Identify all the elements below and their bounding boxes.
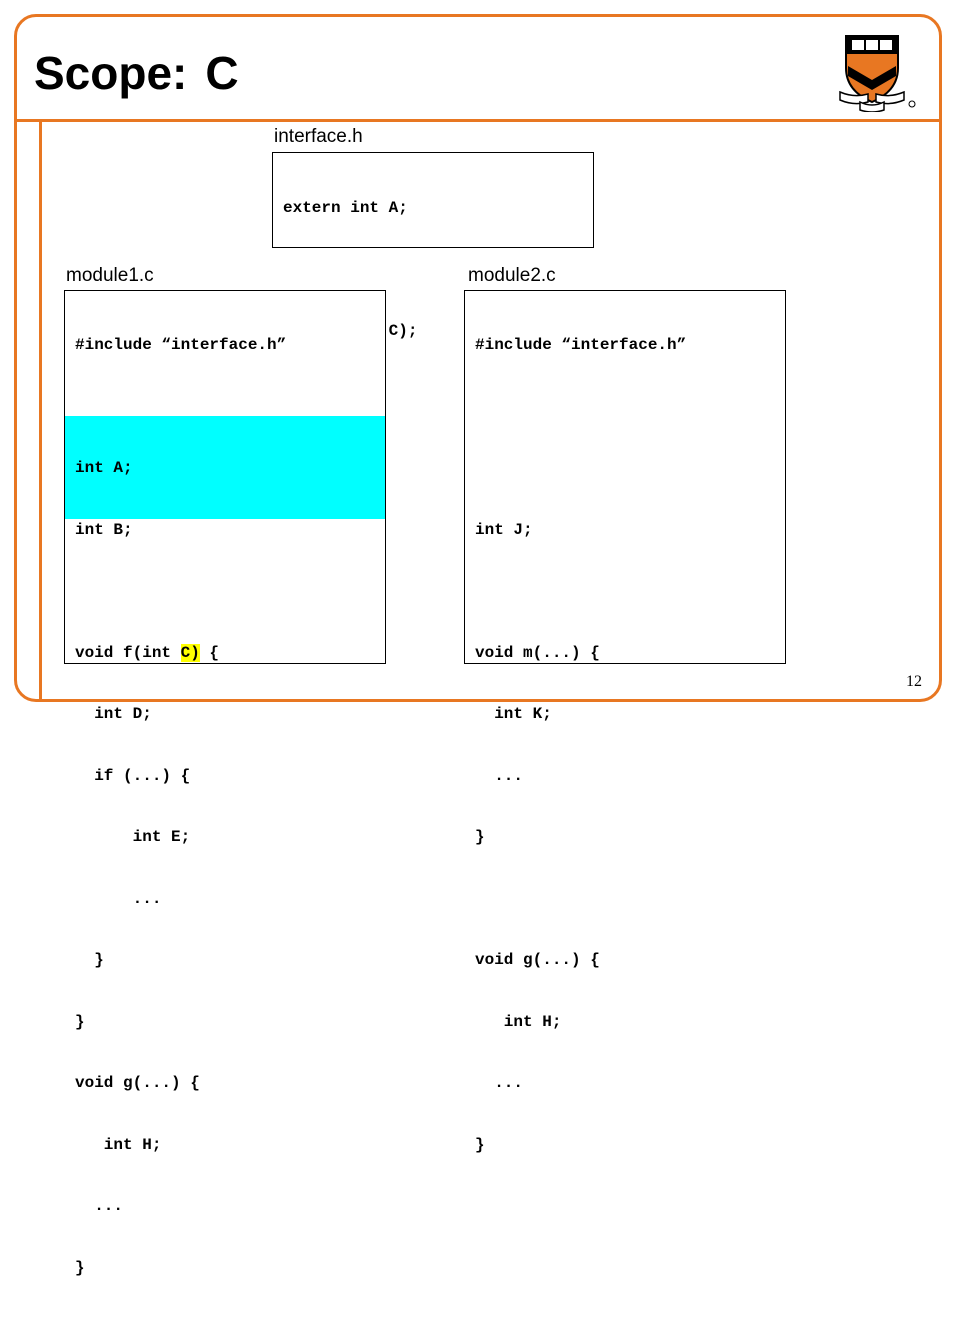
code-line: } (75, 1012, 85, 1031)
code-line: int J; (475, 520, 533, 539)
code-line: #include “interface.h” (475, 336, 687, 354)
code-line: ... (475, 766, 524, 785)
code-line (465, 581, 785, 602)
code-line: } (75, 1258, 85, 1277)
module1-file-label: module1.c (66, 265, 154, 286)
slide-title: Scope: C (34, 46, 239, 100)
code-line: int B; (75, 520, 133, 539)
function-f-brace: { (199, 643, 220, 662)
code-line (465, 458, 785, 479)
code-line: int D; (75, 705, 152, 723)
code-line (465, 397, 785, 418)
code-line: void g(...) { (75, 1074, 200, 1092)
code-line: ... (75, 889, 162, 908)
code-line: } (75, 951, 104, 969)
module1-code-box: #include “interface.h” int A; int B; voi… (64, 290, 386, 1277)
block-scope-highlight (65, 416, 385, 519)
module2-code-box: #include “interface.h” int J; void m(...… (464, 290, 786, 1154)
code-line-f-definition: void f(int C) { (65, 643, 385, 664)
code-line: ... (75, 1197, 124, 1215)
code-line: } (475, 1135, 485, 1154)
title-topic: C (205, 47, 239, 99)
code-line (65, 581, 385, 602)
title-main: Scope: (34, 47, 188, 99)
code-line (465, 889, 785, 910)
slide-frame (14, 14, 942, 702)
code-line: #include “interface.h” (75, 336, 287, 354)
code-line: void g(...) { (475, 951, 600, 969)
code-line: extern int A; (283, 199, 408, 217)
interface-file-label: interface.h (274, 126, 363, 147)
code-line: int K; (475, 705, 552, 723)
interface-code-box: extern int A; void f(int C); (272, 152, 594, 340)
code-line: int E; (75, 828, 191, 846)
code-line: if (...) { (75, 766, 191, 785)
code-line: int H; (475, 1012, 562, 1031)
param-c-highlight: C) (180, 643, 200, 662)
code-line: void m(...) { (475, 643, 600, 662)
function-f-signature: void f(int (75, 643, 181, 662)
code-line (65, 397, 385, 418)
module1-code: #include “interface.h” int A; int B; voi… (65, 294, 385, 1319)
code-line: int A; (75, 459, 133, 477)
code-line: int H; (75, 1135, 162, 1154)
title-divider (14, 119, 942, 122)
page-number: 12 (906, 673, 922, 690)
module2-code: #include “interface.h” int J; void m(...… (465, 294, 785, 1196)
code-line: } (475, 828, 485, 846)
code-line: ... (475, 1074, 524, 1092)
left-margin-rule (39, 122, 42, 702)
module2-file-label: module2.c (468, 265, 556, 286)
princeton-shield-logo (839, 35, 916, 112)
